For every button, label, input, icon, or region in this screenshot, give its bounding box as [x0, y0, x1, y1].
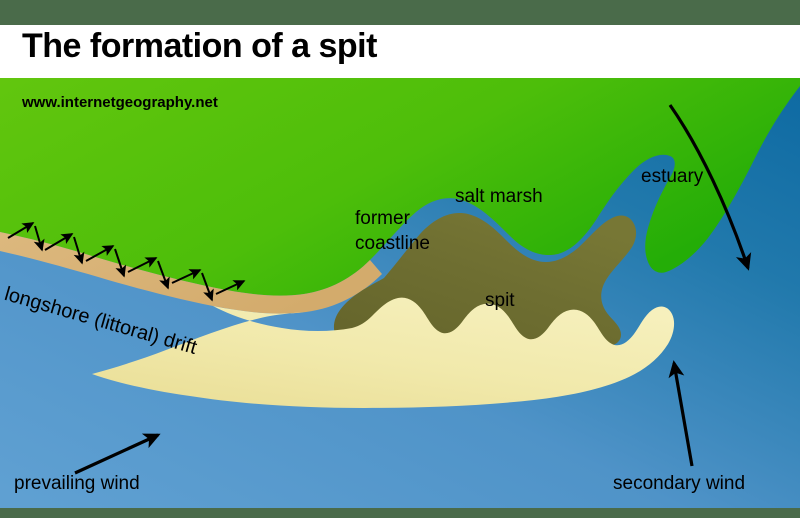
label-estuary: estuary — [641, 166, 704, 187]
spit-region — [92, 297, 675, 408]
longshore-drift-arrows — [7, 222, 246, 302]
label-spit: spit — [485, 290, 515, 311]
spit-formation-diagram: former coastline salt marsh spit estuary… — [0, 78, 800, 508]
label-salt-marsh: salt marsh — [455, 186, 543, 207]
prevailing-wind-arrow — [74, 433, 161, 475]
label-former-coastline-line1: former — [355, 208, 410, 229]
bottom-border-bar — [0, 508, 800, 518]
secondary-wind-arrow — [668, 360, 694, 467]
label-secondary-wind: secondary wind — [613, 473, 746, 494]
page-title: The formation of a spit — [22, 27, 377, 65]
title-band — [0, 25, 800, 78]
label-prevailing-wind: prevailing wind — [14, 473, 140, 494]
land-region — [0, 78, 800, 296]
beach-region — [0, 232, 382, 314]
label-former-coastline-line2: coastline — [355, 233, 430, 254]
watermark-url: www.internetgeography.net — [22, 94, 218, 111]
river-flow-arrow — [668, 104, 752, 271]
top-border-bar — [0, 0, 800, 25]
diagram-svg — [0, 78, 800, 508]
